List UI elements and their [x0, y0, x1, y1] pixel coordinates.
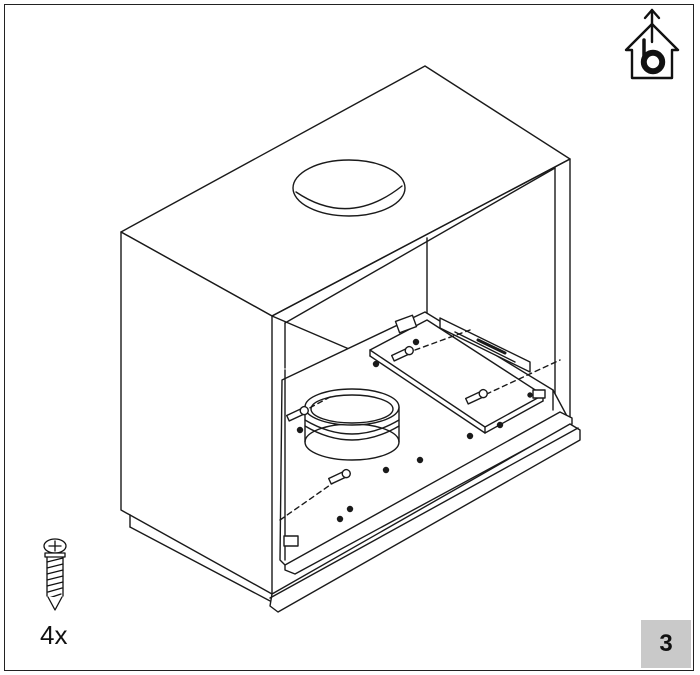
step-number-badge: 3 [659, 630, 673, 657]
screw-quantity-label: 4x [40, 620, 68, 650]
screws [279, 329, 561, 521]
wall-cabinet [120, 65, 571, 603]
bottom-trim [269, 423, 581, 613]
figure-frame [4, 4, 694, 671]
step-badge-background [641, 620, 691, 668]
screw-icon [43, 538, 67, 611]
ducted-mode-house-icon [624, 8, 680, 80]
mounting-plate [279, 311, 573, 575]
